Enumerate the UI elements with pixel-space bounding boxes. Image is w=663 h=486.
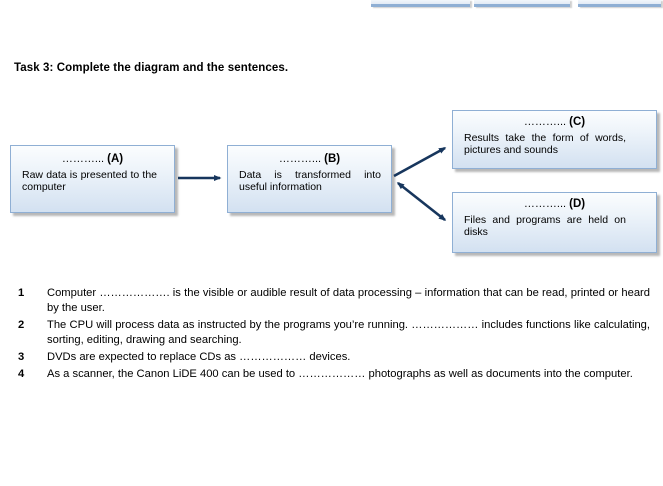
box-a-header: ………... (A) — [11, 153, 174, 165]
sentence-4: 4 As a scanner, the Canon LiDE 400 can b… — [18, 367, 650, 382]
arrow-b-to-d-double — [396, 181, 447, 222]
box-b-label: (B) — [324, 153, 341, 165]
diagram-box-b: ………... (B) Data is transformed into usef… — [227, 145, 392, 213]
box-d-blank: ………... — [523, 198, 567, 210]
box-d-text: Files and programs are held on disks — [464, 214, 626, 238]
task-title: Task 3: Complete the diagram and the sen… — [14, 62, 289, 74]
box-b-blank: ………... — [278, 153, 322, 165]
sentence-2: 2 The CPU will process data as instructe… — [18, 318, 650, 349]
diagram-box-c: ………... (C) Results take the form of word… — [452, 110, 657, 169]
box-c-text: Results take the form of words, pictures… — [464, 132, 626, 156]
box-c-header: ………... (C) — [453, 116, 656, 128]
arrow-b-to-c — [393, 146, 447, 178]
box-c-label: (C) — [569, 116, 586, 128]
box-d-header: ………... (D) — [453, 198, 656, 210]
sentence-1-number: 1 — [18, 287, 25, 299]
sentence-1-text: Computer ………………. is the visible or audib… — [47, 287, 650, 315]
diagram-box-a: ………... (A) Raw data is presented to the … — [10, 145, 175, 213]
sentence-4-number: 4 — [18, 367, 25, 380]
box-a-label: (A) — [107, 153, 124, 165]
sentence-list: 1 Computer ………………. is the visible or aud… — [18, 286, 650, 384]
box-b-text: Data is transformed into useful informat… — [239, 169, 381, 193]
cropped-box-edge-2 — [474, 0, 570, 7]
sentence-2-number: 2 — [18, 319, 25, 332]
cropped-box-edge-3 — [578, 0, 661, 7]
sentence-3-number: 3 — [18, 351, 25, 364]
sentence-1: 1 Computer ………………. is the visible or aud… — [18, 286, 650, 317]
sentence-3: 3 DVDs are expected to replace CDs as ……… — [18, 350, 650, 365]
sentence-3-text: DVDs are expected to replace CDs as …………… — [47, 351, 351, 364]
sentence-2-text: The CPU will process data as instructed … — [47, 319, 650, 347]
box-b-header: ………... (B) — [228, 153, 391, 165]
box-c-blank: ………... — [523, 116, 567, 128]
diagram-box-d: ………... (D) Files and programs are held o… — [452, 192, 657, 253]
box-a-text: Raw data is presented to the computer — [22, 169, 157, 193]
box-a-blank: ………... — [61, 153, 105, 165]
sentence-4-text: As a scanner, the Canon LiDE 400 can be … — [47, 367, 633, 380]
cropped-box-edge-1 — [371, 0, 470, 7]
box-d-label: (D) — [569, 198, 586, 210]
